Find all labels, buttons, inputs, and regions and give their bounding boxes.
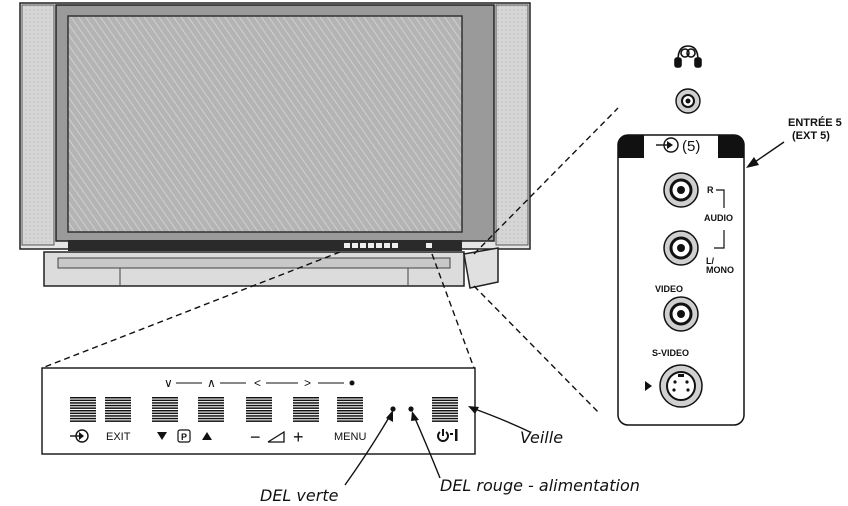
left-speaker-grille <box>21 4 55 246</box>
volume-up-button[interactable] <box>293 397 319 422</box>
tv-set <box>19 2 531 289</box>
tv-screen <box>67 15 463 233</box>
rca-jacks <box>663 172 699 332</box>
label-ch-up: ∧ <box>207 376 216 390</box>
program-up-icon <box>202 432 212 440</box>
right-speaker-grille <box>495 4 529 246</box>
red-led-callout: DEL rouge - alimentation <box>440 476 640 495</box>
audio-label: AUDIO <box>704 213 733 223</box>
input-5-title: (5) <box>682 138 700 155</box>
audio-l-jack[interactable] <box>663 230 699 266</box>
power-standby-icon <box>437 429 458 442</box>
volume-down-button[interactable] <box>246 397 272 422</box>
panel-top-labels <box>176 380 355 386</box>
input-5-icon <box>656 137 679 153</box>
program-box <box>177 429 191 443</box>
video-label: VIDEO <box>655 284 683 294</box>
input-button[interactable] <box>70 397 96 422</box>
audio-l-label-line1: L/ <box>706 256 714 266</box>
green-led <box>390 406 396 412</box>
headphones-icon <box>674 45 702 68</box>
label-ch-down: ∨ <box>164 376 173 390</box>
callout-arrows <box>344 406 531 486</box>
program-label: P <box>181 432 187 442</box>
volume-minus-label: − <box>250 427 261 447</box>
tv-base <box>43 251 465 287</box>
audio-l-label-line2: MONO <box>706 265 734 275</box>
red-led <box>408 406 414 412</box>
volume-wedge-icon <box>267 430 285 443</box>
program-down-button[interactable] <box>152 397 178 422</box>
input-5-label-line1: ENTRÉE 5 <box>788 116 842 129</box>
volume-plus-label: + <box>293 427 304 447</box>
audio-r-jack[interactable] <box>663 172 699 208</box>
menu-button-label: MENU <box>334 431 366 443</box>
side-input-panel: (5) R AUDIO L/ MONO VIDEO S-VIDEO <box>617 134 745 426</box>
standby-button[interactable] <box>432 397 458 422</box>
headphone-jack-section <box>674 45 702 114</box>
green-led-callout: DEL verte <box>260 486 339 505</box>
input-5-label-line2: (EXT 5) <box>792 130 830 142</box>
panel-buttons <box>70 397 458 422</box>
menu-button[interactable] <box>337 397 363 422</box>
video-jack[interactable] <box>663 296 699 332</box>
svideo-label: S-VIDEO <box>652 348 689 358</box>
label-vol-up: > <box>304 376 311 390</box>
svideo-connector <box>645 364 703 408</box>
standby-callout: Veille <box>520 428 563 447</box>
label-vol-down: < <box>254 376 261 390</box>
program-up-button[interactable] <box>198 397 224 422</box>
input-5-arrow <box>746 141 785 168</box>
front-mini-buttons <box>344 243 432 248</box>
audio-r-label: R <box>707 185 714 195</box>
input-source-icon <box>70 429 89 443</box>
program-down-icon <box>157 432 167 440</box>
front-control-strip <box>68 240 462 251</box>
side-panel-frame <box>617 134 745 426</box>
control-panel: ∨ ∧ < > EXIT P − + MENU <box>41 367 476 455</box>
exit-button[interactable] <box>105 397 131 422</box>
leader-lines <box>41 107 619 415</box>
exit-button-label: EXIT <box>106 431 131 443</box>
side-door-open <box>463 247 499 289</box>
